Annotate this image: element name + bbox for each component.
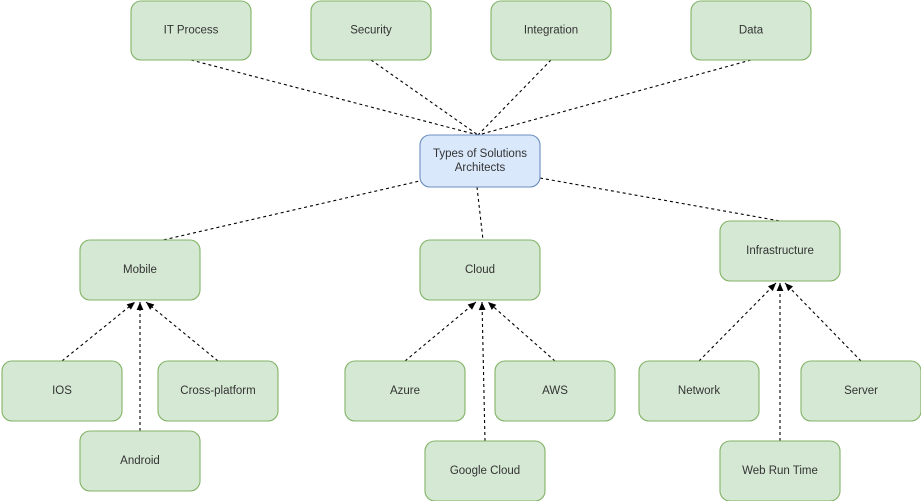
node-mobile[interactable]: Mobile — [79, 239, 201, 301]
node-ios[interactable]: IOS — [1, 360, 123, 422]
edge-line — [190, 59, 479, 136]
edge-line — [481, 301, 486, 442]
node-box-integration[interactable] — [490, 0, 612, 61]
edge-line — [539, 177, 781, 222]
edge-arrowhead — [467, 302, 476, 310]
node-box-network[interactable] — [638, 360, 760, 422]
edge-security-to-center — [370, 59, 479, 136]
edge-aws-to-cloud — [487, 301, 556, 362]
edge-line — [145, 301, 219, 362]
edge-android-to-mobile — [136, 302, 144, 431]
node-box-mobile[interactable] — [79, 239, 201, 301]
node-network[interactable]: Network — [638, 360, 760, 422]
node-server[interactable]: Server — [800, 360, 921, 422]
node-aws[interactable]: AWS — [494, 360, 616, 422]
node-box-cloud[interactable] — [419, 239, 541, 301]
edge-server-to-infrastructure — [784, 282, 862, 362]
node-box-ios[interactable] — [1, 360, 123, 422]
node-infrastructure[interactable]: Infrastructure — [719, 220, 841, 282]
edge-arrowhead — [478, 302, 486, 311]
node-google-cloud[interactable]: Google Cloud — [424, 440, 546, 501]
edge-line — [477, 59, 552, 136]
edge-arrowhead — [146, 302, 155, 310]
edges-layer — [61, 59, 862, 442]
edge-center-to-mobile — [162, 179, 425, 241]
node-box-google-cloud[interactable] — [424, 440, 546, 501]
edge-cross-platform-to-mobile — [145, 301, 219, 362]
edge-arrowhead — [136, 302, 144, 310]
edge-google-cloud-to-cloud — [478, 301, 486, 442]
edge-line — [476, 186, 484, 241]
edge-line — [477, 59, 752, 136]
edge-arrowhead — [767, 283, 776, 292]
edge-it-process-to-center — [190, 59, 479, 136]
edge-ios-to-mobile — [61, 301, 136, 362]
node-android[interactable]: Android — [79, 430, 201, 492]
edge-arrowhead — [488, 302, 497, 310]
node-box-cross-platform[interactable] — [157, 360, 279, 422]
node-azure[interactable]: Azure — [344, 360, 466, 422]
edge-data-to-center — [477, 59, 752, 136]
edge-center-to-cloud — [476, 186, 484, 241]
edge-line — [404, 301, 477, 362]
node-box-web-run-time[interactable] — [719, 440, 841, 501]
edge-arrowhead — [776, 283, 784, 291]
node-it-process[interactable]: IT Process — [130, 0, 252, 61]
edge-line — [61, 301, 136, 362]
node-web-run-time[interactable]: Web Run Time — [719, 440, 841, 501]
edge-network-to-infrastructure — [698, 282, 777, 362]
edge-line — [370, 59, 479, 136]
node-box-server[interactable] — [800, 360, 921, 422]
node-box-infrastructure[interactable] — [719, 220, 841, 282]
edge-line — [784, 282, 862, 362]
node-box-data[interactable] — [690, 0, 812, 61]
node-box-aws[interactable] — [494, 360, 616, 422]
edge-center-to-infrastructure — [539, 177, 781, 222]
node-box-security[interactable] — [310, 0, 432, 61]
edge-web-run-time-to-infrastructure — [776, 283, 784, 441]
edge-arrowhead — [785, 283, 794, 292]
node-cloud[interactable]: Cloud — [419, 239, 541, 301]
node-box-it-process[interactable] — [130, 0, 252, 61]
node-box-azure[interactable] — [344, 360, 466, 422]
node-box-android[interactable] — [79, 430, 201, 492]
edge-integration-to-center — [477, 59, 552, 136]
edge-line — [698, 282, 777, 362]
node-integration[interactable]: Integration — [490, 0, 612, 61]
node-box-center[interactable] — [419, 134, 541, 188]
edge-azure-to-cloud — [404, 301, 477, 362]
edge-arrowhead — [126, 302, 135, 310]
node-data[interactable]: Data — [690, 0, 812, 61]
node-security[interactable]: Security — [310, 0, 432, 61]
edge-line — [162, 179, 425, 241]
node-cross-platform[interactable]: Cross-platform — [157, 360, 279, 422]
edge-line — [487, 301, 556, 362]
